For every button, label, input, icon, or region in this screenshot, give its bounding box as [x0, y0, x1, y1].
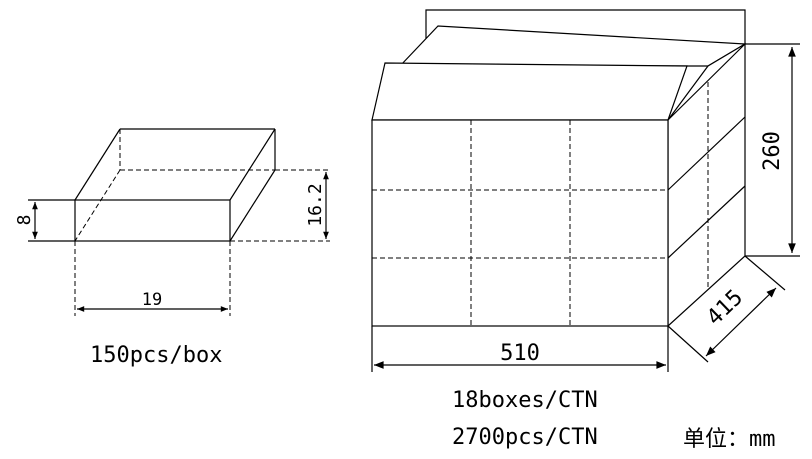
small-box-depth-dimension: 16.2 [230, 169, 330, 242]
carton-pcs-caption: 2700pcs/CTN [452, 425, 598, 450]
carton-height-label: 260 [760, 131, 785, 171]
small-box-height-dimension: 8 [14, 199, 75, 242]
carton-width-label: 510 [500, 341, 540, 366]
carton-depth-label: 415 [702, 285, 748, 331]
small-box-depth-label: 16.2 [305, 183, 326, 226]
carton-drawing [371, 9, 747, 328]
carton-height-dimension: 260 [745, 43, 800, 257]
small-box-drawing [74, 128, 276, 316]
carton-boxes-caption: 18boxes/CTN [452, 388, 598, 413]
small-box-caption: 150pcs/box [90, 343, 222, 368]
small-box-width-label: 19 [142, 290, 162, 310]
unit-label: 单位：mm [683, 427, 776, 452]
carton-width-dimension: 510 [371, 326, 669, 372]
small-box-height-label: 8 [14, 215, 35, 226]
small-box-width-dimension: 19 [77, 290, 228, 312]
